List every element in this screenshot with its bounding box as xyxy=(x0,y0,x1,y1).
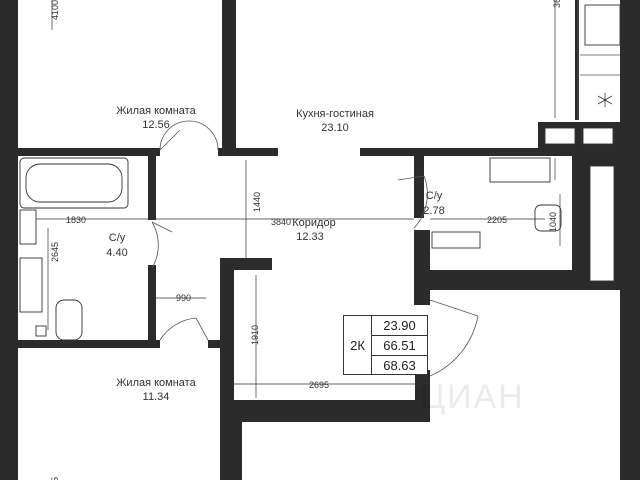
bedroom-bottom-door xyxy=(159,317,209,341)
total-area: 66.51 xyxy=(372,336,427,356)
dim-990: 990 xyxy=(176,293,191,303)
kitchen-counter-wall xyxy=(575,0,579,120)
entrance-door xyxy=(429,299,479,377)
total-area-with-balcony: 68.63 xyxy=(383,358,416,373)
apartment-type: 2К xyxy=(344,316,372,374)
bedroom-top-south-wall-right xyxy=(218,148,278,156)
bedroom-bottom-name: Жилая комната xyxy=(116,377,196,389)
dim-1910: 1910 xyxy=(250,325,260,345)
bedroom-top-area: 12.56 xyxy=(142,119,170,131)
corridor-south-wall xyxy=(220,400,430,422)
bath-right-west-wall-bottom xyxy=(414,230,430,305)
corridor-area: 12.33 xyxy=(296,231,324,243)
dim-2205: 2205 xyxy=(487,215,507,225)
watermark-logo: ЦИАН xyxy=(420,378,525,416)
bedroom-top-south-wall-left xyxy=(0,148,160,156)
right-toilet xyxy=(534,204,562,232)
stove-icon xyxy=(597,93,613,107)
bedroom-kitchen-wall xyxy=(222,0,236,156)
bedroom-bottom-east-wall xyxy=(220,420,242,480)
left-toilet-box xyxy=(35,325,47,337)
bathtub-inner xyxy=(25,163,123,203)
column-niche-2 xyxy=(582,127,614,145)
kitchen-sink xyxy=(584,4,621,46)
bath-right-door xyxy=(397,175,428,229)
washing-machine xyxy=(19,257,43,313)
bath-right-area: 2.78 xyxy=(423,205,444,217)
corridor-name: Коридор xyxy=(292,217,335,229)
bedroom-top-name: Жилая комната xyxy=(116,105,196,117)
column-niche xyxy=(544,127,576,145)
area-values: 23.90 66.51 68.63 xyxy=(372,316,427,374)
left-outer-wall xyxy=(0,0,18,480)
dim-4100: 4100 xyxy=(50,0,60,20)
ventilation-shaft xyxy=(589,165,615,282)
kitchen-area: 23.10 xyxy=(321,122,349,134)
bath-left-east-wall-bottom xyxy=(148,265,156,345)
bath-right-south-wall xyxy=(414,270,620,290)
right-sink xyxy=(431,231,481,249)
bath-right-east-wall xyxy=(572,156,582,290)
kitchen-name: Кухня-гостиная xyxy=(296,108,374,120)
bath-right-west-wall-top xyxy=(414,148,424,218)
left-sink xyxy=(19,209,37,245)
dim-2695: 2695 xyxy=(309,380,329,390)
right-outer-wall xyxy=(620,0,640,480)
bath-left-area: 4.40 xyxy=(106,247,127,259)
bath-left-south-wall xyxy=(0,340,160,348)
right-counter xyxy=(489,157,551,183)
area-summary-box: 2К 23.90 66.51 68.63 xyxy=(343,315,428,375)
dim-36: 36 xyxy=(552,0,562,8)
bath-left-east-wall-top xyxy=(148,148,156,220)
dim-2645: 2645 xyxy=(50,242,60,262)
dim-5: 5 xyxy=(50,477,60,480)
kitchen-south-wall xyxy=(360,148,620,156)
dim-3840: 3840 xyxy=(271,217,291,227)
bath-left-door xyxy=(151,221,173,269)
bedroom-top-door xyxy=(159,120,219,151)
dim-1830: 1830 xyxy=(66,215,86,225)
dim-1040: 1040 xyxy=(548,212,558,232)
living-area: 23.90 xyxy=(372,316,427,336)
bedroom-bottom-area: 11.34 xyxy=(143,391,170,403)
bath-right-name: С/у xyxy=(426,190,443,202)
bath-left-name: С/у xyxy=(109,232,126,244)
left-toilet xyxy=(55,299,83,341)
entrance-wall xyxy=(415,370,430,420)
dim-1440: 1440 xyxy=(252,192,262,212)
